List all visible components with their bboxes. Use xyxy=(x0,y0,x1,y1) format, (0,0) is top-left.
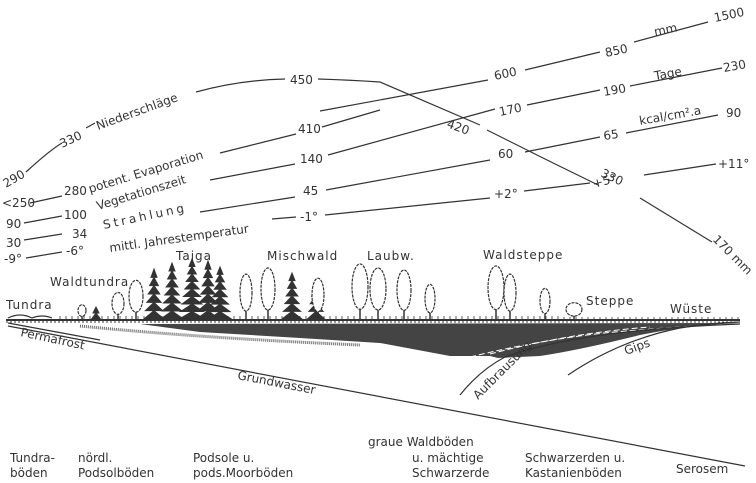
soil-type-line: graue Waldböden xyxy=(368,435,474,449)
soil-type-line: böden xyxy=(10,466,48,480)
deciduous-tree-icon xyxy=(369,267,387,311)
radiation-value-2: 45 xyxy=(303,184,318,198)
veg-period-value-1: 100 xyxy=(64,208,87,222)
precip-rising-600: 600 xyxy=(493,64,518,82)
deciduous-tree-icon xyxy=(487,265,505,311)
precip-rising-line xyxy=(319,21,709,112)
conifer-tree-icon xyxy=(206,265,234,320)
precip-value-1: 330 xyxy=(57,128,84,150)
precip-rising-1500: 1500 xyxy=(713,5,746,25)
veg-period-value-5: 230 xyxy=(722,57,747,75)
deciduous-tree-icon xyxy=(239,273,253,312)
deciduous-tree-icon xyxy=(565,302,583,317)
deciduous-tree-icon xyxy=(311,277,325,313)
veg-period-value-4: 190 xyxy=(602,81,627,99)
podsol-horizon xyxy=(79,324,361,347)
radiation-value-5: 90 xyxy=(726,106,741,120)
soil-type-line: Podsolböden xyxy=(78,466,154,480)
deciduous-tree-icon xyxy=(111,291,125,315)
soil-type-line: Schwarzerde xyxy=(412,466,489,480)
soil-type-line: u. mächtige xyxy=(412,451,484,465)
precip-unit-end: 170 mm xyxy=(710,232,755,277)
temp-value-2: -1° xyxy=(300,210,318,224)
groundwater-line xyxy=(7,325,746,467)
effervescence-curve xyxy=(459,323,741,396)
temp-value-1: -6° xyxy=(66,244,84,258)
evap-value-0: <250 xyxy=(2,196,35,210)
soil-type-line: Schwarzerden u. xyxy=(525,451,625,465)
deciduous-tree-icon xyxy=(503,273,517,312)
deciduous-tree-icon xyxy=(539,287,551,315)
precip-label: Niederschläge xyxy=(94,90,179,132)
zone-wueste: Wüste xyxy=(670,302,712,316)
zone-laubwald: Laubw. xyxy=(367,249,415,263)
soil-type-line: Serosem xyxy=(676,462,728,476)
tundra-hummocks xyxy=(7,314,53,319)
conifer-tree-icon xyxy=(280,271,304,320)
conifer-tree-icon xyxy=(159,261,185,320)
soil-type-line: Kastanienböden xyxy=(525,466,622,480)
conifer-tree-icon xyxy=(195,259,221,320)
radiation-value-1: 34 xyxy=(72,227,87,241)
gypsum-curve xyxy=(567,321,741,376)
deciduous-tree-icon xyxy=(351,263,369,310)
conifer-tree-icon xyxy=(177,257,207,320)
radiation-value-4: 65 xyxy=(602,127,619,143)
veg-period-value-2: 140 xyxy=(300,152,323,166)
precip-rising-850: 850 xyxy=(604,41,629,59)
evap-value-2: 410 xyxy=(298,122,321,136)
radiation-value-0: 30 xyxy=(6,236,21,250)
soil-type-podsol-north: nördl. Podsolböden xyxy=(78,451,154,480)
soil-type-line: Tundra- xyxy=(9,451,55,465)
soil-type-serosem: Serosem xyxy=(676,462,728,476)
soil-type-grey-forest: graue Waldböden u. mächtige Schwarzerde xyxy=(368,435,489,480)
zone-taiga: Taiga xyxy=(175,249,212,263)
temp-value-5: +11° xyxy=(718,157,749,171)
soil-type-line: Podsole u. xyxy=(193,451,254,465)
zone-waldsteppe: Waldsteppe xyxy=(483,248,563,262)
temp-value-3: +2° xyxy=(494,187,518,201)
deciduous-tree-icon xyxy=(128,279,144,313)
conifer-tree-icon xyxy=(142,267,166,320)
permafrost-line xyxy=(7,322,101,341)
precip-value-0: 290 xyxy=(1,167,28,191)
deciduous-tree-icon xyxy=(260,267,276,311)
evap-value-1: 280 xyxy=(64,184,87,198)
vegetation-trees xyxy=(59,257,739,320)
zone-steppe: Steppe xyxy=(586,294,634,308)
soil-type-line: nördl. xyxy=(78,451,112,465)
soil-humus-layer xyxy=(140,323,740,358)
evaporation-line xyxy=(29,109,381,204)
radiation-line xyxy=(23,114,719,241)
precip-unit: mm xyxy=(653,20,679,39)
zone-mischwald: Mischwald xyxy=(267,249,338,263)
zone-tundra: Tundra xyxy=(5,298,53,312)
permafrost-label: Permafrost xyxy=(19,325,86,352)
radiation-value-3: 60 xyxy=(498,147,513,161)
veg-period-value-3: 170 xyxy=(498,100,523,118)
zone-waldtundra: Waldtundra xyxy=(50,275,129,289)
deciduous-tree-icon xyxy=(396,269,412,311)
deciduous-tree-icon xyxy=(424,283,436,314)
precipitation-curve xyxy=(25,78,713,243)
deciduous-tree-icon xyxy=(77,304,87,318)
groundwater-label: Grundwasser xyxy=(236,368,316,397)
veg-period-unit: Tage xyxy=(652,64,683,83)
gypsum-label: Gips xyxy=(622,336,652,358)
soil-type-tundra: Tundra- böden xyxy=(9,451,55,480)
horizon-line-1 xyxy=(469,323,741,358)
temp-value-0: -9° xyxy=(4,252,22,266)
soil-type-podsole: Podsole u. pods.Moorböden xyxy=(193,451,293,480)
horizon-line-2 xyxy=(489,326,651,355)
soil-type-chernozem: Schwarzerden u. Kastanienböden xyxy=(525,451,625,480)
veg-period-value-0: 90 xyxy=(6,217,21,231)
temperature-line xyxy=(25,163,717,259)
soil-type-line: pods.Moorböden xyxy=(193,466,293,480)
vegetation-period-line xyxy=(23,67,723,224)
temp-value-4: +5° xyxy=(591,171,618,191)
precip-value-2: 450 xyxy=(290,73,313,87)
